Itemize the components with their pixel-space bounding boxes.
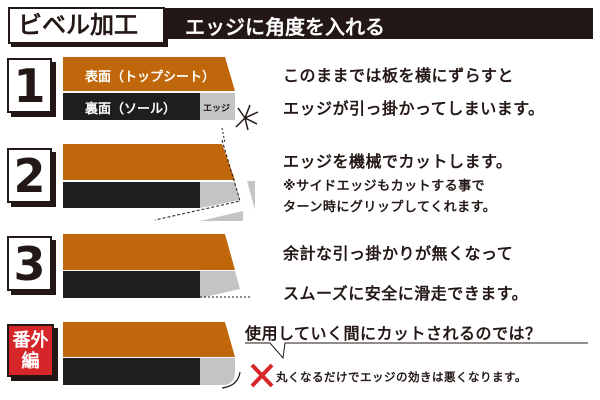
top-sheet bbox=[63, 57, 235, 91]
board-step-1 bbox=[63, 57, 259, 144]
step-1-line-2: エッジが引っ掛かってしまいます。 bbox=[283, 99, 545, 118]
sole bbox=[63, 93, 200, 120]
sole-label: 裏面（ソール） bbox=[85, 102, 177, 117]
step-3-line-1: 余計な引っ掛かりが無くなって bbox=[283, 244, 514, 263]
header-bar: エッジに角度を入れる bbox=[165, 8, 593, 39]
impact-burst-icon bbox=[235, 104, 259, 131]
step-2-line-1: エッジを機械でカットします。 bbox=[283, 152, 513, 171]
step-number-3: 3 bbox=[7, 236, 52, 291]
extra-answer: 丸くなるだけでエッジの効きは悪くなります。 bbox=[276, 370, 527, 384]
step-number-1: 1 bbox=[7, 58, 52, 113]
cut-off-piece bbox=[247, 181, 255, 210]
board-step-3 bbox=[63, 234, 250, 298]
header-subtitle: エッジに角度を入れる bbox=[185, 15, 385, 39]
board-extra bbox=[63, 322, 588, 389]
edge-label: エッジ bbox=[203, 104, 231, 114]
step-number-2: 2 bbox=[7, 148, 52, 203]
step-2-line-3: ターン時にグリップしてくれます。 bbox=[283, 200, 497, 215]
step-3-line-2: スムーズに安全に滑走できます。 bbox=[283, 284, 529, 303]
step-1-line-1: このままでは板を横にずらすと bbox=[283, 66, 514, 85]
top-sheet-label: 表面（トップシート） bbox=[85, 70, 216, 85]
edge bbox=[200, 93, 235, 120]
header-title: ビベル加工 bbox=[8, 7, 165, 44]
step-2-line-2: ※サイドエッジもカットする事で bbox=[283, 179, 486, 194]
extra-question: 使用していく間にカットされるのでは？ bbox=[245, 324, 542, 343]
extra-badge: 番外編 bbox=[7, 324, 54, 377]
cross-mark-icon bbox=[250, 363, 274, 388]
board-step-2 bbox=[63, 139, 255, 221]
